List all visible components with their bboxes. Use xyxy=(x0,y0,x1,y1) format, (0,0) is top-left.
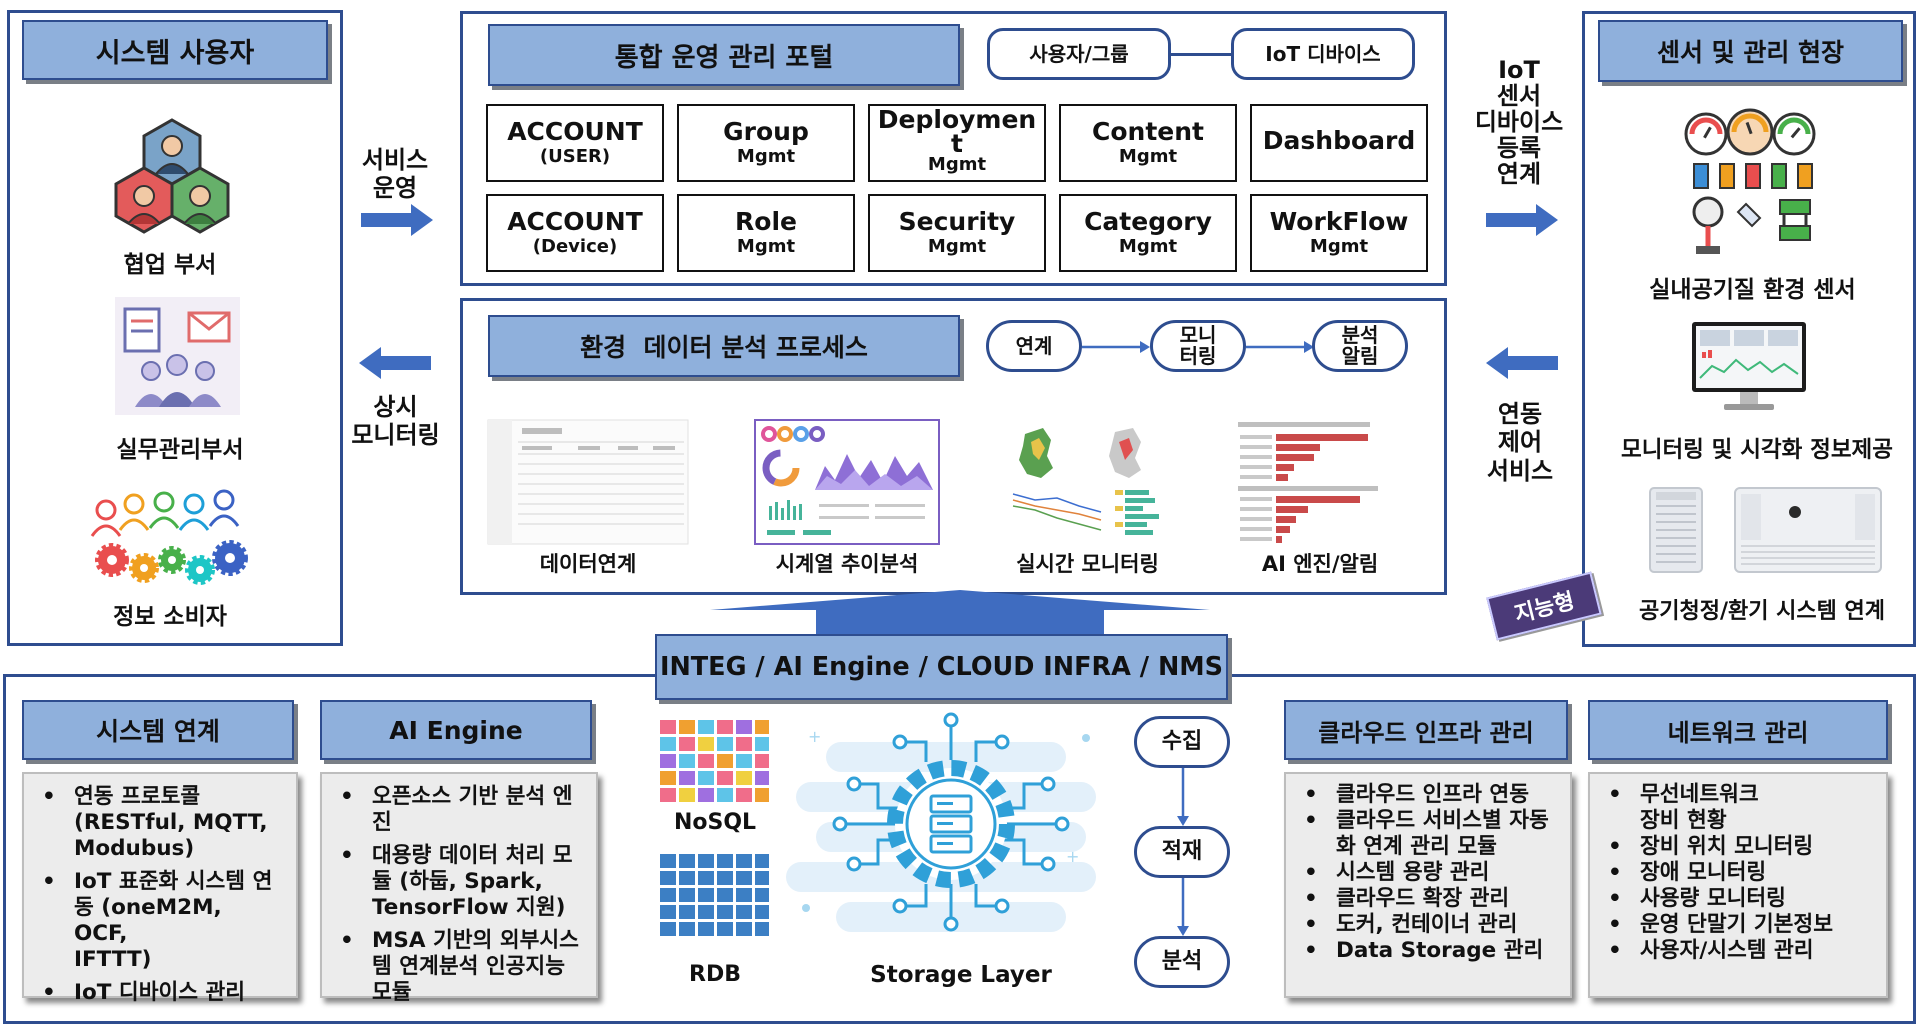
cloud-title: 클라우드 인프라 관리 xyxy=(1284,700,1568,760)
arrow-right-service xyxy=(361,204,433,236)
system-link-item: 연동 프로토콜 (RESTful, MQTT, Modubus) xyxy=(40,784,282,862)
cloud-item: 클라우드 서비스별 자동 화 연계 관리 모듈 xyxy=(1302,808,1556,860)
network-item: 운영 단말기 기본정보 xyxy=(1606,912,1872,938)
user-label-consumer: 정보 소비자 xyxy=(113,604,227,630)
rdb-label: RDB xyxy=(689,962,741,987)
pipeline-arrow-1 xyxy=(1177,768,1189,826)
ventilation-system-icon xyxy=(1734,487,1882,573)
svg-text:+: + xyxy=(808,727,821,746)
network-title: 네트워크 관리 xyxy=(1588,700,1888,760)
information-consumers-gears-icon xyxy=(90,489,248,585)
cloud-list: 클라우드 인프라 연동 클라우드 서비스별 자동 화 연계 관리 모듈 시스템 … xyxy=(1284,772,1572,998)
system-link-item: IoT 표준화 시스템 연 동 (oneM2M, OCF, IFTTT) xyxy=(40,869,282,973)
network-item: 장비 위치 모니터링 xyxy=(1606,834,1872,860)
ai-engine-item: MSA 기반의 외부시스 템 연계분석 인공지능 모듈 xyxy=(338,928,582,1006)
ai-engine-list: 오픈소스 기반 분석 엔 진 대용량 데이터 처리 모 듈 (하둡, Spark… xyxy=(320,772,598,1005)
network-item: 사용량 모니터링 xyxy=(1606,886,1872,912)
system-link-item: IoT 디바이스 관리 xyxy=(40,980,282,1006)
storage-layer-label: Storage Layer xyxy=(870,962,1052,988)
control-service-label: 연동 제어 서비스 xyxy=(1486,400,1554,485)
field-title: 센서 및 관리 현장 xyxy=(1598,20,1903,82)
cloud-item: 클라우드 인프라 연동 xyxy=(1302,782,1556,808)
panel-label-time-series: 시계열 추이분석 xyxy=(775,552,919,576)
tag-iot-device: IoT 디바이스 xyxy=(1231,28,1415,80)
pipeline-arrow-2 xyxy=(1177,878,1189,936)
ai-engine-item: 오픈소스 기반 분석 엔 진 xyxy=(338,784,582,836)
system-link-list: 연동 프로토콜 (RESTful, MQTT, Modubus) IoT 표준화… xyxy=(22,772,298,1006)
air-purifier-icon xyxy=(1649,487,1703,573)
arrow-left-control xyxy=(1486,347,1558,379)
network-item: 사용자/시스템 관리 xyxy=(1606,938,1872,964)
step-monitoring: 모니 터링 xyxy=(1150,320,1246,372)
field-label-monitoring: 모니터링 및 시각화 정보제공 xyxy=(1621,437,1893,463)
data-link-table-thumbnail xyxy=(487,419,689,545)
cloud-item: 시스템 용량 관리 xyxy=(1302,860,1556,886)
nosql-grid-icon xyxy=(660,720,769,802)
monitoring-label: 상시 모니터링 xyxy=(351,393,440,450)
svg-text:+: + xyxy=(1066,847,1079,866)
iot-registration-label: IoT 센서 디바이스 등록 연계 xyxy=(1474,56,1564,188)
field-label-sensor: 실내공기질 환경 센서 xyxy=(1649,277,1856,303)
service-operation-label: 서비스 운영 xyxy=(361,146,429,203)
arrow-right-iot xyxy=(1486,204,1558,236)
ai-engine-bar-chart-thumbnail xyxy=(1236,420,1406,544)
air-quality-sensors-icon xyxy=(1684,108,1816,254)
cloud-item: Data Storage 관리 xyxy=(1302,938,1556,964)
infra-banner: INTEG / AI Engine / CLOUD INFRA / NMS xyxy=(655,634,1228,700)
users-title: 시스템 사용자 xyxy=(22,20,328,80)
up-block-arrow xyxy=(710,590,1210,638)
user-label-collab: 협업 부서 xyxy=(123,252,217,278)
panel-label-ai-alert: AI 엔진/알림 xyxy=(1261,552,1379,576)
field-label-purifier: 공기청정/환기 시스템 연계 xyxy=(1639,599,1885,624)
arrow-left-monitor xyxy=(359,347,431,379)
tag-user-group: 사용자/그룹 xyxy=(987,28,1171,80)
step-analysis-alert: 분석 알림 xyxy=(1312,320,1408,372)
rdb-grid-icon xyxy=(660,854,769,936)
cloud-item: 도커, 컨테이너 관리 xyxy=(1302,912,1556,938)
cloud-item: 클라우드 확장 관리 xyxy=(1302,886,1556,912)
panel-label-realtime: 실시간 모니터링 xyxy=(1016,552,1159,576)
network-list: 무선네트워크 장비 현황 장비 위치 모니터링 장애 모니터링 사용량 모니터링… xyxy=(1588,772,1888,998)
nosql-label: NoSQL xyxy=(673,810,757,835)
system-link-title: 시스템 연계 xyxy=(22,700,294,760)
pipeline-collect: 수집 xyxy=(1134,716,1230,768)
step-arrow-2 xyxy=(1246,341,1314,353)
monitoring-display-icon xyxy=(1692,322,1806,410)
ai-engine-title: AI Engine xyxy=(320,700,592,760)
step-link: 연계 xyxy=(986,320,1082,372)
user-label-practical: 실무관리부서 xyxy=(116,437,244,463)
office-workers-icon xyxy=(115,297,240,415)
portal-title: 통합 운영 관리 포털 xyxy=(488,24,960,86)
pipeline-load: 적재 xyxy=(1134,826,1230,878)
analysis-title: 환경 데이터 분석 프로세스 xyxy=(488,315,960,377)
network-item: 장애 모니터링 xyxy=(1606,860,1872,886)
ai-engine-item: 대용량 데이터 처리 모 듈 (하둡, Spark, TensorFlow 지원… xyxy=(338,843,582,921)
panel-label-data-link: 데이터연계 xyxy=(539,552,637,576)
team-hexagon-icon xyxy=(114,118,230,234)
step-arrow-1 xyxy=(1082,341,1150,353)
module-account-device[interactable]: ACCOUNT(Device) xyxy=(486,194,664,272)
pipeline-analyze: 분석 xyxy=(1134,936,1230,988)
network-item: 무선네트워크 장비 현황 xyxy=(1606,782,1872,834)
time-series-dashboard-thumbnail xyxy=(754,419,940,545)
realtime-map-thumbnail xyxy=(1005,420,1170,544)
module-dashboard[interactable]: Dashboard xyxy=(1250,104,1428,182)
storage-layer-gear-icon: ++ xyxy=(786,712,1096,932)
module-account-user[interactable]: ACCOUNT(USER) xyxy=(486,104,664,182)
tag-connector xyxy=(1171,53,1231,56)
